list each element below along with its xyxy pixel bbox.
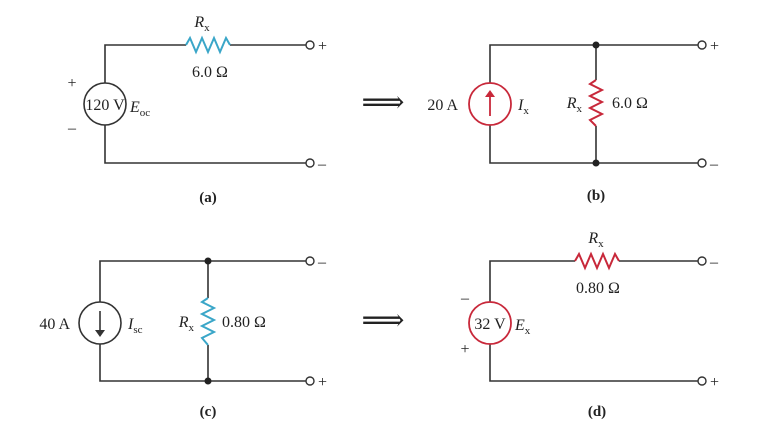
arrow-c-to-d-icon: ⟹ bbox=[361, 304, 404, 337]
panel-c-resistor-label: Rx bbox=[178, 314, 195, 334]
panel-c-resistor-value: 0.80 Ω bbox=[222, 314, 266, 331]
panel-a-terminal-bottom-sign: – bbox=[317, 156, 327, 173]
panel-c-source-value: 40 A bbox=[39, 316, 70, 333]
panel-a-resistor-label: Rx bbox=[193, 14, 210, 34]
panel-b-node-top-icon bbox=[592, 41, 600, 49]
panel-b-source-label: Ix bbox=[517, 97, 529, 117]
panel-b-terminal-top-sign: + bbox=[710, 38, 719, 55]
panel-b-terminal-top-icon bbox=[697, 40, 707, 50]
panel-b-terminal-bottom-icon bbox=[697, 158, 707, 168]
panel-b-node-bottom-icon bbox=[592, 159, 600, 167]
panel-c-terminal-bottom-sign: + bbox=[318, 374, 327, 391]
panel-b-caption: (b) bbox=[587, 188, 605, 204]
panel-a-caption: (a) bbox=[199, 190, 217, 206]
panel-a-resistor-icon bbox=[185, 35, 231, 55]
panel-d-wires bbox=[489, 260, 698, 382]
panel-d-resistor-value: 0.80 Ω bbox=[576, 280, 620, 297]
panel-b-resistor-icon bbox=[587, 79, 605, 127]
panel-d-resistor-icon bbox=[574, 251, 620, 271]
panel-d-source-value: 32 V bbox=[474, 316, 506, 333]
panel-b-current-arrowhead-icon bbox=[485, 90, 495, 97]
panel-b-resistor-value: 6.0 Ω bbox=[612, 95, 648, 112]
panel-a-source-plus: + bbox=[67, 75, 76, 92]
panel-c-source-label: Isc bbox=[127, 316, 143, 336]
panel-b: 20 A Ix Rx 6.0 Ω + – (b) bbox=[427, 38, 719, 204]
panel-a-wires bbox=[104, 44, 306, 164]
panel-d-resistor-label: Rx bbox=[587, 230, 604, 250]
panel-b-source-value: 20 A bbox=[427, 97, 458, 114]
panel-d-terminal-bottom-sign: + bbox=[710, 374, 719, 391]
panel-b-resistor-label: Rx bbox=[566, 95, 583, 115]
panel-c-terminal-bottom-icon bbox=[305, 376, 315, 386]
panel-a-source-value: 120 V bbox=[85, 97, 125, 114]
panel-a-source-minus: – bbox=[67, 120, 77, 137]
panel-c-wires bbox=[99, 260, 306, 382]
panel-c: 40 A Isc Rx 0.80 Ω – + (c) bbox=[39, 254, 327, 420]
panel-a-terminal-bottom-icon bbox=[305, 158, 315, 168]
panel-a-resistor-value: 6.0 Ω bbox=[192, 64, 228, 81]
panel-d-caption: (d) bbox=[588, 404, 606, 420]
panel-a-terminal-top-sign: + bbox=[318, 38, 327, 55]
panel-c-node-bottom-icon bbox=[204, 377, 212, 385]
panel-b-wires bbox=[489, 44, 698, 164]
panel-c-terminal-top-icon bbox=[305, 256, 315, 266]
panel-d: Rx 0.80 Ω 32 V – + Ex – + (d) bbox=[460, 230, 719, 420]
panel-c-terminal-top-sign: – bbox=[317, 254, 327, 271]
panel-d-voltage-source-icon bbox=[468, 301, 512, 345]
panel-b-terminal-bottom-sign: – bbox=[709, 156, 719, 173]
panel-d-source-top-sign: – bbox=[460, 290, 470, 307]
panel-a-voltage-source-icon bbox=[83, 82, 127, 126]
panel-a-source-label: Eoc bbox=[129, 99, 150, 119]
panel-a: Rx 6.0 Ω 120 V + – Eoc + – (a) bbox=[67, 14, 327, 206]
panel-d-terminal-top-sign: – bbox=[709, 254, 719, 271]
panel-d-source-label: Ex bbox=[514, 317, 531, 337]
panel-c-node-top-icon bbox=[204, 257, 212, 265]
panel-a-terminal-top-icon bbox=[305, 40, 315, 50]
panel-d-terminal-bottom-icon bbox=[697, 376, 707, 386]
panel-d-source-bottom-sign: + bbox=[460, 341, 469, 358]
panel-c-caption: (c) bbox=[200, 404, 217, 420]
panel-d-terminal-top-icon bbox=[697, 256, 707, 266]
arrow-a-to-b-icon: ⟹ bbox=[361, 86, 404, 119]
panel-c-resistor-icon bbox=[199, 297, 217, 346]
panel-c-current-arrowhead-icon bbox=[95, 330, 105, 337]
